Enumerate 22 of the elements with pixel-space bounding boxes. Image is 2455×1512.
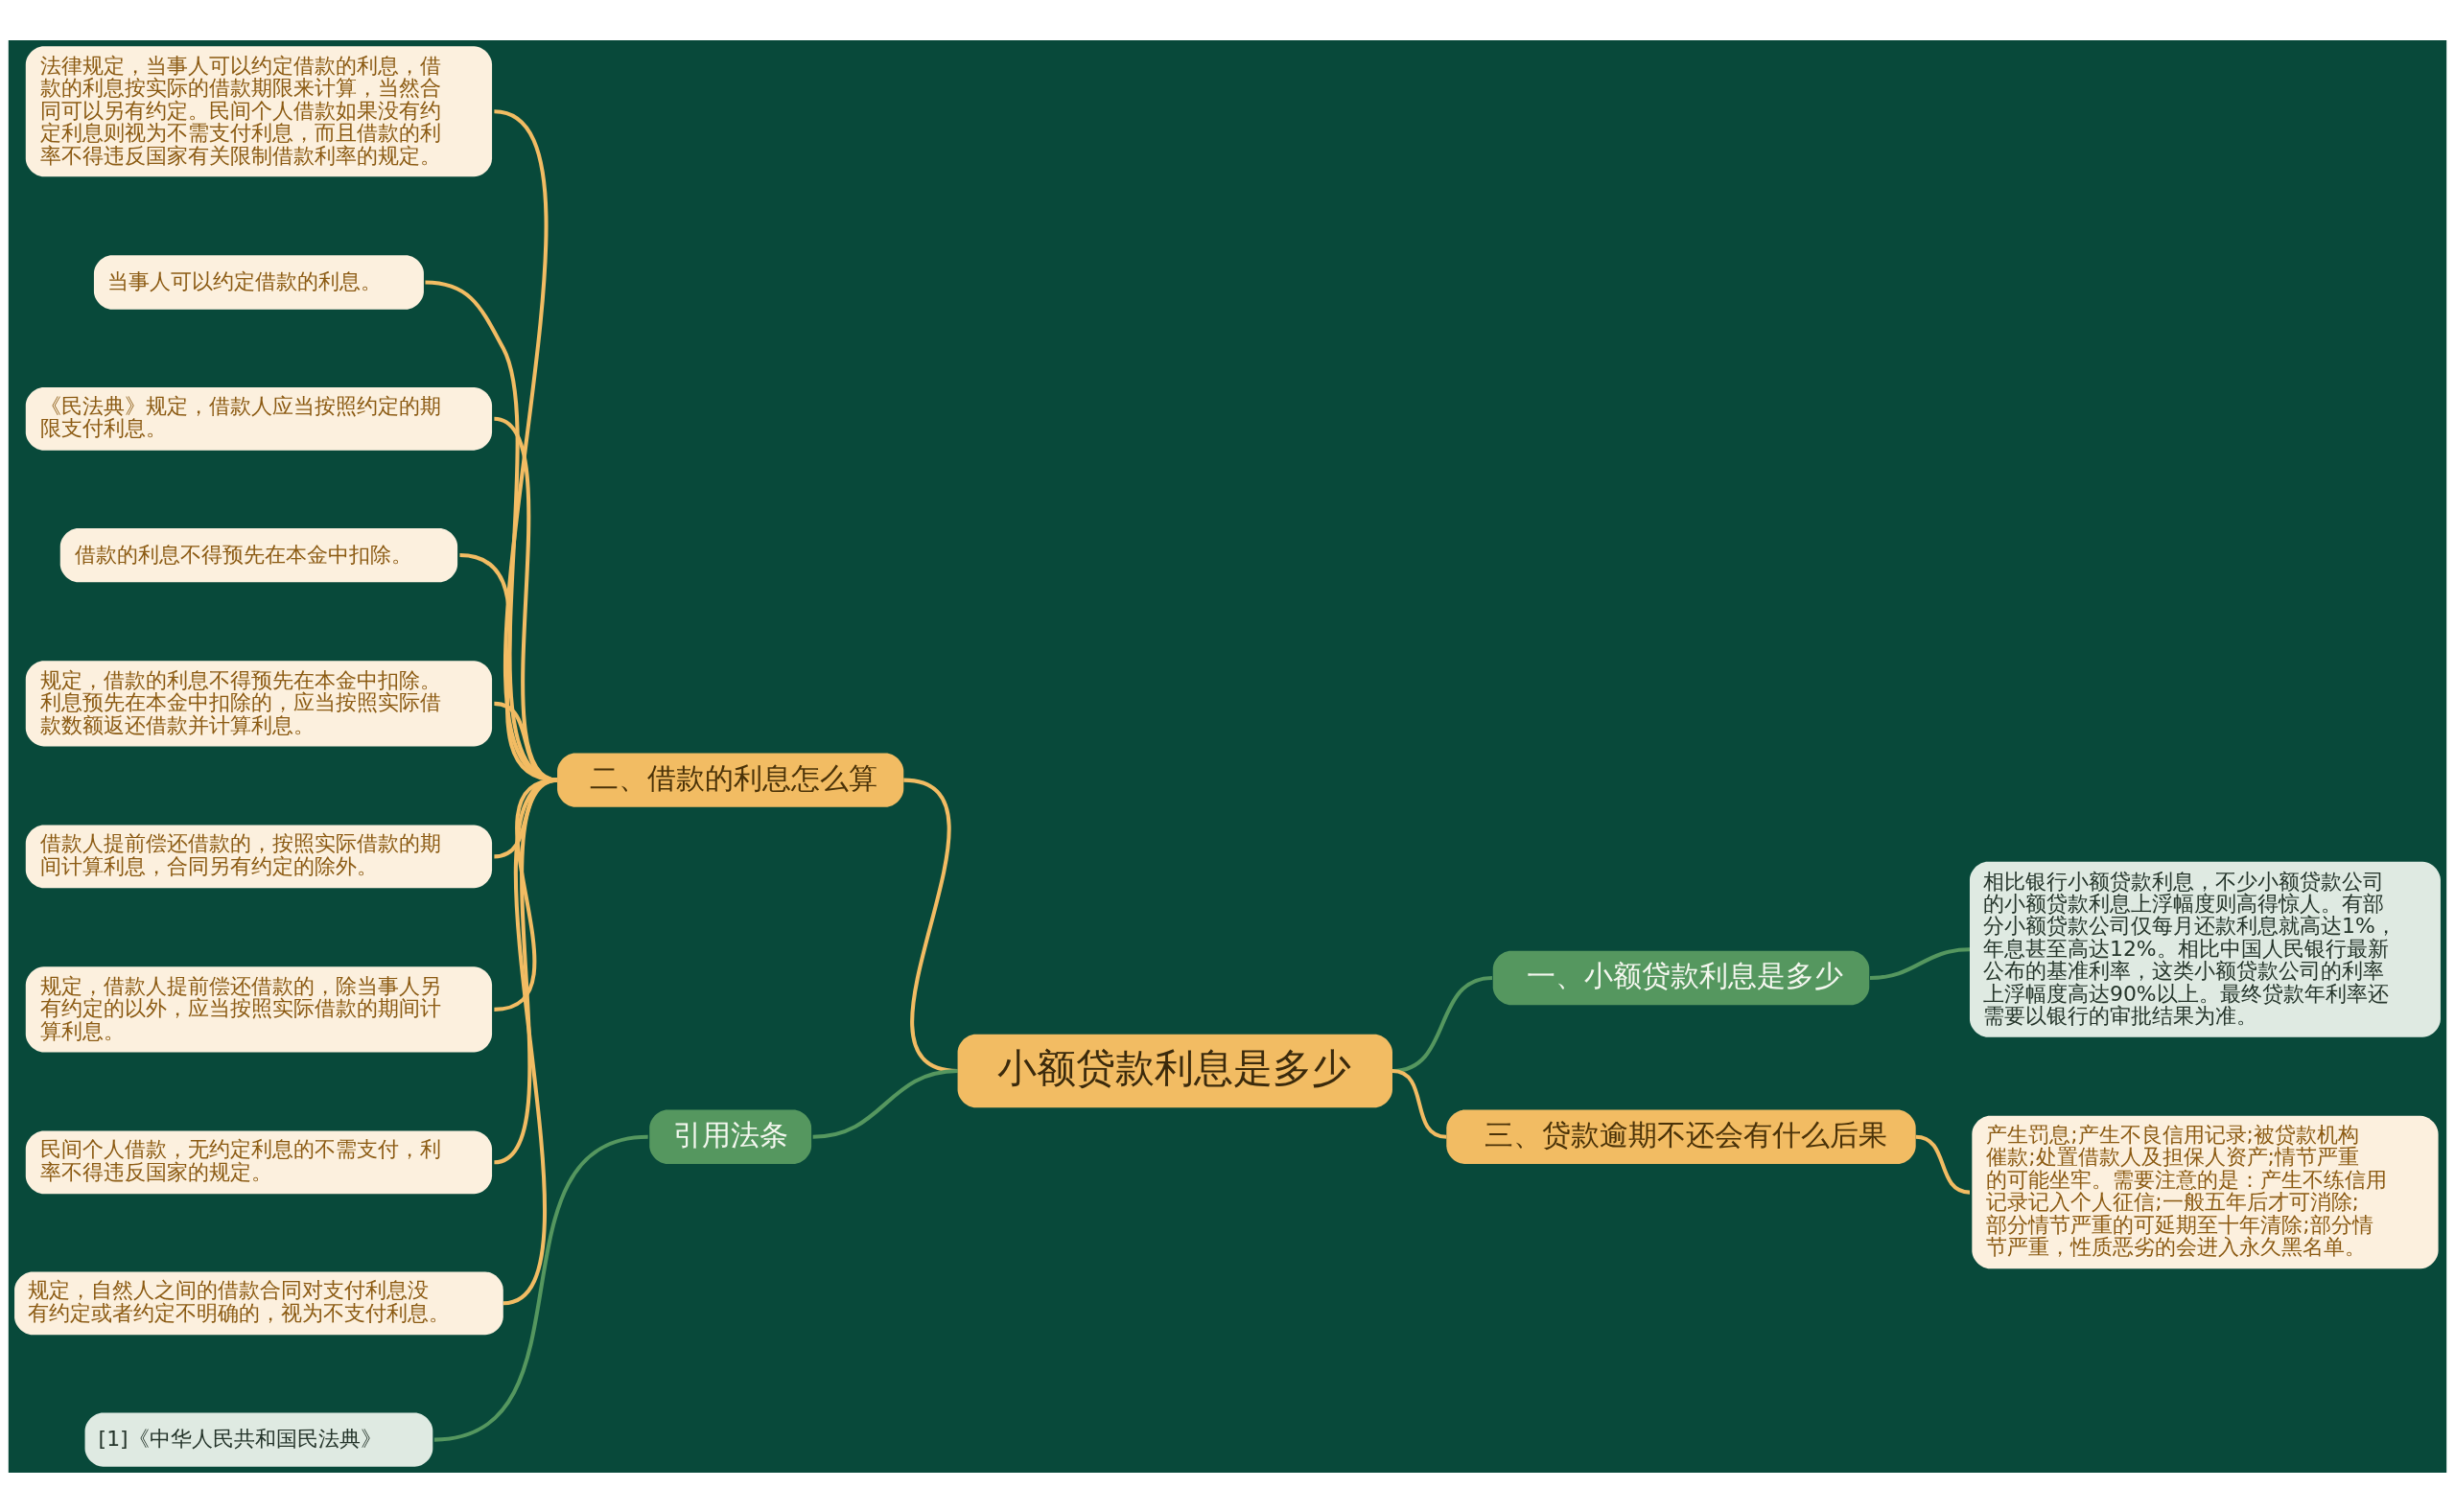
node-box: 《民法典》规定，借款人应当按照约定的期限支付利息。: [25, 386, 493, 451]
connector: [1391, 1068, 1447, 1139]
node-box: 产生罚息;产生不良信用记录;被贷款机构催款;处置借款人及担保人资产;情节严重的可能坐牢。需要注意的是：产生不练信用记录记入个人征信;一般五年后才可消除;部分情节严重的可延期至十年清除;部分情节严重，性质恶劣的会进入永久黑名单。: [1972, 1115, 2439, 1268]
connector: [433, 1134, 648, 1442]
node-box: 借款人提前偿还借款的，按照实际借款的期间计算利息，合同另有约定的除外。: [25, 825, 493, 888]
connector: [1869, 946, 1971, 980]
node-box: 法律规定，当事人可以约定借款的利息，借款的利息按实际的借款期限来计算，当然合同可以另有约定。民间个人借款如果没有约定利息则视为不需支付利息，而且借款的利率不得违反国家有关限制借款利率的规定。: [25, 45, 493, 176]
node-box: 规定，借款的利息不得预先在本金中扣除。利息预先在本金中扣除的，应当按照实际借款数额返还借款并计算利息。: [25, 660, 493, 746]
node-box: 小额贷款利息是多少: [957, 1034, 1392, 1107]
node-box: 三、贷款逾期不还会有什么后果: [1446, 1109, 1916, 1164]
node-box: 一、小额贷款利息是多少: [1492, 950, 1870, 1005]
node-box: 规定，借款人提前偿还借款的，除当事人另有约定的以外，应当按照实际借款的期间计算利息。: [25, 965, 493, 1052]
node-box: [1]《中华人民共和国民法典》: [84, 1411, 433, 1467]
node-box: 二、借款的利息怎么算: [557, 753, 904, 807]
node-box: 引用法条: [649, 1109, 812, 1164]
connector: [812, 1068, 958, 1139]
node-box: 规定，自然人之间的借款合同对支付利息没有约定或者约定不明确的，视为不支付利息。: [14, 1271, 503, 1335]
node-box: 相比银行小额贷款利息，不少小额贷款公司的小额贷款利息上浮幅度则高得惊人。有部分小额贷款公司仅每月还款利息就高达1%，年息甚至高达12%。相比中国人民银行最新公布的基准利率，这类小额贷款公司的利率上浮幅度高达90%以上。最终贷款年利率还需要以银行的审批结果为准。: [1969, 861, 2441, 1037]
connector: [1915, 1134, 1971, 1195]
node-box: 民间个人借款，无约定利息的不需支付，利率不得违反国家的规定。: [25, 1130, 493, 1194]
node-box: 当事人可以约定借款的利息。: [93, 254, 424, 310]
node-box: 借款的利息不得预先在本金中扣除。: [59, 527, 458, 582]
